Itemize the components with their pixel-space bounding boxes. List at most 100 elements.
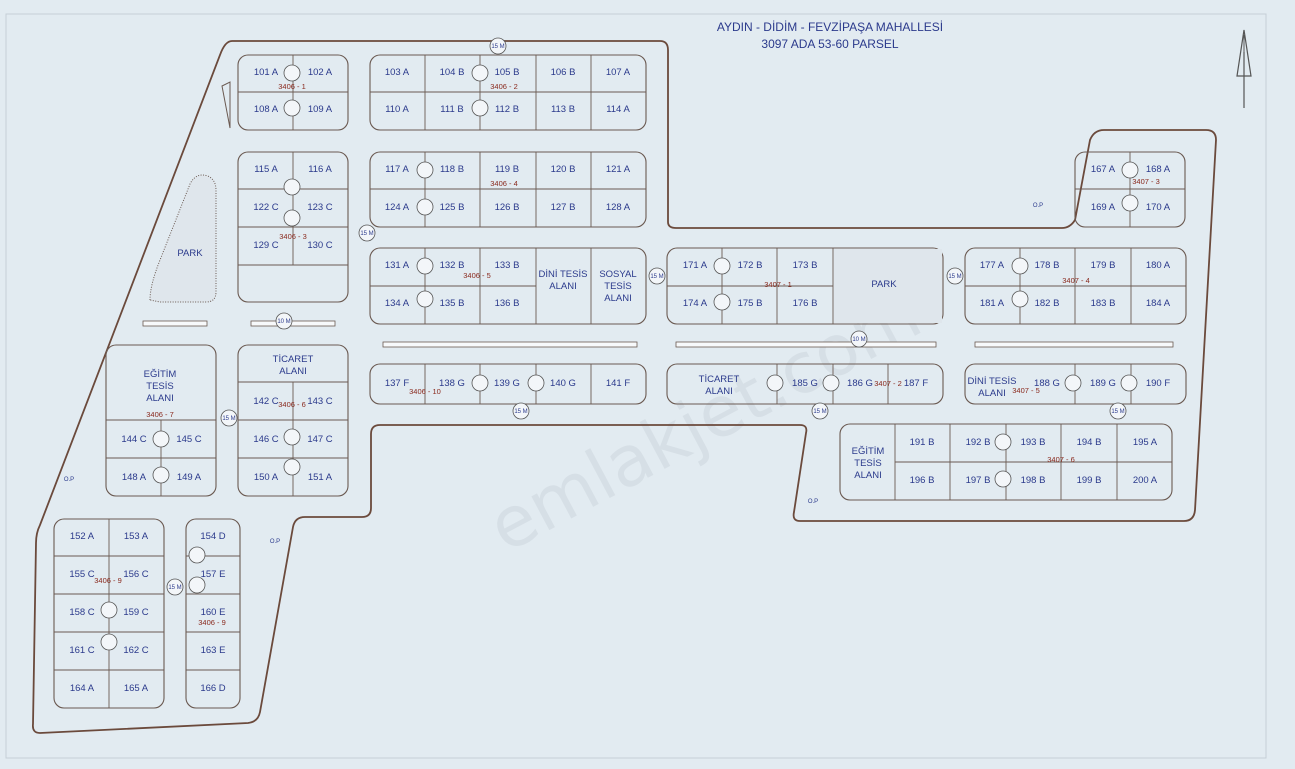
plot-170[interactable]: 170 A (1146, 202, 1171, 213)
plot-185[interactable]: 185 G (792, 378, 818, 389)
plot-152[interactable]: 152 A (70, 531, 95, 542)
plot-148[interactable]: 148 A (122, 472, 147, 483)
plot-153[interactable]: 153 A (124, 531, 149, 542)
plot-136[interactable]: 136 B (495, 298, 520, 309)
plot-173[interactable]: 173 B (793, 260, 818, 271)
plot-130[interactable]: 130 C (307, 240, 332, 251)
plot-129[interactable]: 129 C (253, 240, 278, 251)
plot-186[interactable]: 186 G (847, 378, 873, 389)
plot-195[interactable]: 195 A (1133, 437, 1158, 448)
plot-110[interactable]: 110 A (385, 104, 409, 115)
plot-198[interactable]: 198 B (1021, 475, 1046, 486)
plot-196[interactable]: 196 B (910, 475, 935, 486)
plot-131[interactable]: 131 A (385, 260, 410, 271)
plot-159[interactable]: 159 C (123, 607, 148, 618)
plot-134[interactable]: 134 A (385, 298, 410, 309)
plot-103[interactable]: 103 A (385, 67, 410, 78)
plot-187[interactable]: 187 F (904, 378, 928, 389)
plot-122[interactable]: 122 C (253, 202, 278, 213)
plot-200[interactable]: 200 A (1133, 475, 1158, 486)
plot-146[interactable]: 146 C (253, 434, 278, 445)
plot-108[interactable]: 108 A (254, 104, 279, 115)
plot-177[interactable]: 177 A (980, 260, 1005, 271)
plot-164[interactable]: 164 A (70, 683, 95, 694)
plot-140[interactable]: 140 G (550, 378, 576, 389)
plot-155[interactable]: 155 C (69, 569, 94, 580)
plot-149[interactable]: 149 A (177, 472, 202, 483)
plot-139[interactable]: 139 G (494, 378, 520, 389)
plot-112[interactable]: 112 B (495, 104, 519, 115)
plot-192[interactable]: 192 B (966, 437, 991, 448)
plot-169[interactable]: 169 A (1091, 202, 1116, 213)
plot-184[interactable]: 184 A (1146, 298, 1171, 309)
plot-132[interactable]: 132 B (440, 260, 465, 271)
plot-188[interactable]: 188 G (1034, 378, 1060, 389)
plot-178[interactable]: 178 B (1035, 260, 1060, 271)
plot-133[interactable]: 133 B (495, 260, 520, 271)
plot-156[interactable]: 156 C (123, 569, 148, 580)
plot-105[interactable]: 105 B (495, 67, 520, 78)
plot-162[interactable]: 162 C (123, 645, 148, 656)
plot-167[interactable]: 167 A (1091, 164, 1116, 175)
plot-113[interactable]: 113 B (551, 104, 575, 115)
plot-193[interactable]: 193 B (1021, 437, 1046, 448)
plot-123[interactable]: 123 C (307, 202, 332, 213)
plot-174[interactable]: 174 A (683, 298, 708, 309)
plot-181[interactable]: 181 A (980, 298, 1005, 309)
plot-111[interactable]: 111 B (440, 104, 463, 115)
plot-166[interactable]: 166 D (200, 683, 225, 694)
plot-180[interactable]: 180 A (1146, 260, 1171, 271)
plot-199[interactable]: 199 B (1077, 475, 1102, 486)
plot-154[interactable]: 154 D (200, 531, 225, 542)
plot-176[interactable]: 176 B (793, 298, 818, 309)
plot-182[interactable]: 182 B (1035, 298, 1060, 309)
plot-168[interactable]: 168 A (1146, 164, 1171, 175)
plot-107[interactable]: 107 A (606, 67, 631, 78)
plot-101[interactable]: 101 A (254, 67, 279, 78)
plot-179[interactable]: 179 B (1091, 260, 1116, 271)
plot-119[interactable]: 119 B (495, 164, 519, 175)
plot-124[interactable]: 124 A (385, 202, 410, 213)
plot-161[interactable]: 161 C (69, 645, 94, 656)
plot-126[interactable]: 126 B (495, 202, 520, 213)
plot-120[interactable]: 120 B (551, 164, 576, 175)
plot-104[interactable]: 104 B (440, 67, 465, 78)
plot-190[interactable]: 190 F (1146, 378, 1170, 389)
plot-183[interactable]: 183 B (1091, 298, 1116, 309)
plot-115[interactable]: 115 A (254, 164, 278, 175)
plot-165[interactable]: 165 A (124, 683, 149, 694)
plot-116[interactable]: 116 A (308, 164, 332, 175)
plot-175[interactable]: 175 B (738, 298, 763, 309)
plot-114[interactable]: 114 A (606, 104, 630, 115)
plot-117[interactable]: 117 A (385, 164, 409, 175)
plot-160[interactable]: 160 E (201, 607, 226, 618)
plot-106[interactable]: 106 B (551, 67, 576, 78)
plot-145[interactable]: 145 C (176, 434, 201, 445)
plot-197[interactable]: 197 B (966, 475, 991, 486)
plot-135[interactable]: 135 B (440, 298, 465, 309)
plot-157[interactable]: 157 E (201, 569, 226, 580)
plot-144[interactable]: 144 C (121, 434, 146, 445)
plot-138[interactable]: 138 G (439, 378, 465, 389)
plot-171[interactable]: 171 A (683, 260, 708, 271)
plot-127[interactable]: 127 B (551, 202, 576, 213)
plot-102[interactable]: 102 A (308, 67, 333, 78)
plot-125[interactable]: 125 B (440, 202, 465, 213)
plot-143[interactable]: 143 C (307, 396, 332, 407)
plot-137[interactable]: 137 F (385, 378, 409, 389)
plot-191[interactable]: 191 B (910, 437, 935, 448)
plot-109[interactable]: 109 A (308, 104, 333, 115)
plot-121[interactable]: 121 A (606, 164, 631, 175)
plot-158[interactable]: 158 C (69, 607, 94, 618)
plot-118[interactable]: 118 B (440, 164, 464, 175)
plot-141[interactable]: 141 F (606, 378, 630, 389)
plot-189[interactable]: 189 G (1090, 378, 1116, 389)
plot-151[interactable]: 151 A (308, 472, 333, 483)
plot-142[interactable]: 142 C (253, 396, 278, 407)
plot-128[interactable]: 128 A (606, 202, 631, 213)
plot-163[interactable]: 163 E (201, 645, 226, 656)
plot-150[interactable]: 150 A (254, 472, 279, 483)
plot-194[interactable]: 194 B (1077, 437, 1102, 448)
plot-147[interactable]: 147 C (307, 434, 332, 445)
plot-172[interactable]: 172 B (738, 260, 763, 271)
